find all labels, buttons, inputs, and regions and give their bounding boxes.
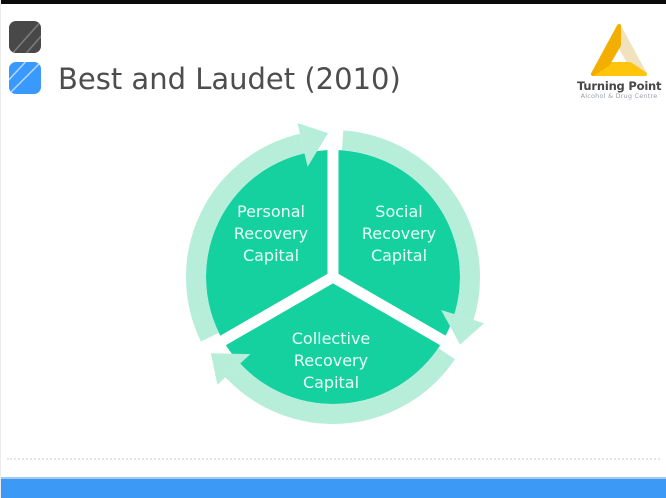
blue-tile-icon	[9, 62, 41, 94]
brand-name: Turning Point	[577, 79, 662, 93]
arrow-head-left-icon	[210, 353, 251, 385]
arrow-head-top-icon	[297, 123, 328, 167]
triangle-logo-icon	[591, 24, 647, 76]
footer-dotted-divider	[7, 458, 660, 460]
ring-arc-collective	[225, 347, 455, 424]
dark-tile-icon	[9, 21, 41, 53]
brand-tagline: Alcohol & Drug Centre	[580, 92, 658, 100]
page-title: Best and Laudet (2010)	[58, 62, 401, 96]
segment-label-social: Social Recovery Capital	[361, 202, 437, 265]
ring-arc-social	[341, 130, 480, 321]
top-accent-bar	[1, 0, 666, 4]
arrow-head-right-icon	[441, 310, 485, 345]
segment-divider-right	[330, 272, 479, 365]
segment-divider-left	[187, 272, 336, 365]
ring-arc-personal	[186, 133, 305, 342]
segment-label-personal: Personal Recovery Capital	[233, 202, 309, 265]
brand-logo: Turning Point Alcohol & Drug Centre	[577, 24, 662, 101]
segment-label-collective: Collective Recovery Capital	[291, 329, 371, 392]
bottom-accent-bar	[1, 477, 666, 498]
